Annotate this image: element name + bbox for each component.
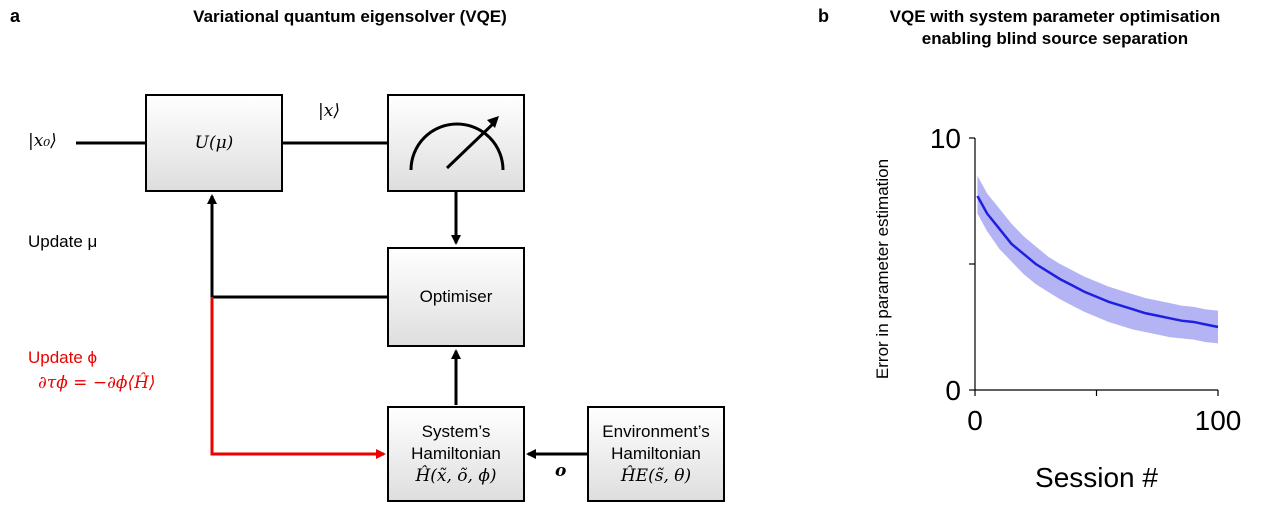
optimiser-box: Optimiser: [387, 247, 525, 347]
unitary-box: U(μ): [145, 94, 283, 192]
panel-b-title: VQE with system parameter optimisation e…: [840, 6, 1270, 50]
update-mu-label: Update μ: [28, 232, 98, 251]
env-h-line1: Environment’s: [602, 422, 710, 441]
y-tick-label: 10: [930, 123, 961, 154]
state-label: |x⟩: [318, 101, 340, 121]
mean-error-line: [976, 195, 1219, 329]
system-h-line2: Hamiltonian: [411, 444, 501, 463]
environment-hamiltonian-box: Environment’s Hamiltonian ĤE(s̃, θ): [587, 406, 725, 502]
env-h-formula: ĤE(s̃, θ): [620, 466, 692, 486]
panel-b-title-line1: VQE with system parameter optimisation: [889, 7, 1221, 26]
optimiser-label: Optimiser: [419, 287, 493, 306]
system-h-formula: Ĥ(x̃, õ, ϕ): [415, 466, 497, 486]
confidence-band: [977, 175, 1218, 344]
env-h-line2: Hamiltonian: [611, 444, 701, 463]
system-h-line1: System’s: [421, 422, 491, 441]
system-hamiltonian-box: System’s Hamiltonian Ĥ(x̃, õ, ϕ): [387, 406, 525, 502]
panel-a-letter: a: [10, 6, 21, 26]
y-axis-label: Error in parameter estimation: [873, 159, 892, 379]
update-phi-arrow: [210, 297, 386, 459]
meter-icon: [409, 116, 505, 171]
observation-label: o: [555, 461, 567, 481]
x-tick-label: 0: [967, 405, 983, 436]
x-tick-label: 100: [1195, 405, 1242, 436]
panel-b-letter: b: [818, 6, 829, 26]
x-axis-label: Session #: [1035, 462, 1158, 493]
measurement-box: [387, 94, 525, 192]
panel-a-title: Variational quantum eigensolver (VQE): [193, 7, 507, 26]
update-phi-label: Update ϕ: [28, 348, 98, 367]
panel-b-title-line2: enabling blind source separation: [921, 29, 1189, 48]
input-state-label: |x₀⟩: [28, 131, 57, 151]
y-tick-label: 0: [945, 375, 961, 406]
update-phi-equation: ∂τϕ = −∂ϕ⟨Ĥ⟩: [38, 373, 156, 393]
unitary-label: U(μ): [194, 133, 234, 153]
